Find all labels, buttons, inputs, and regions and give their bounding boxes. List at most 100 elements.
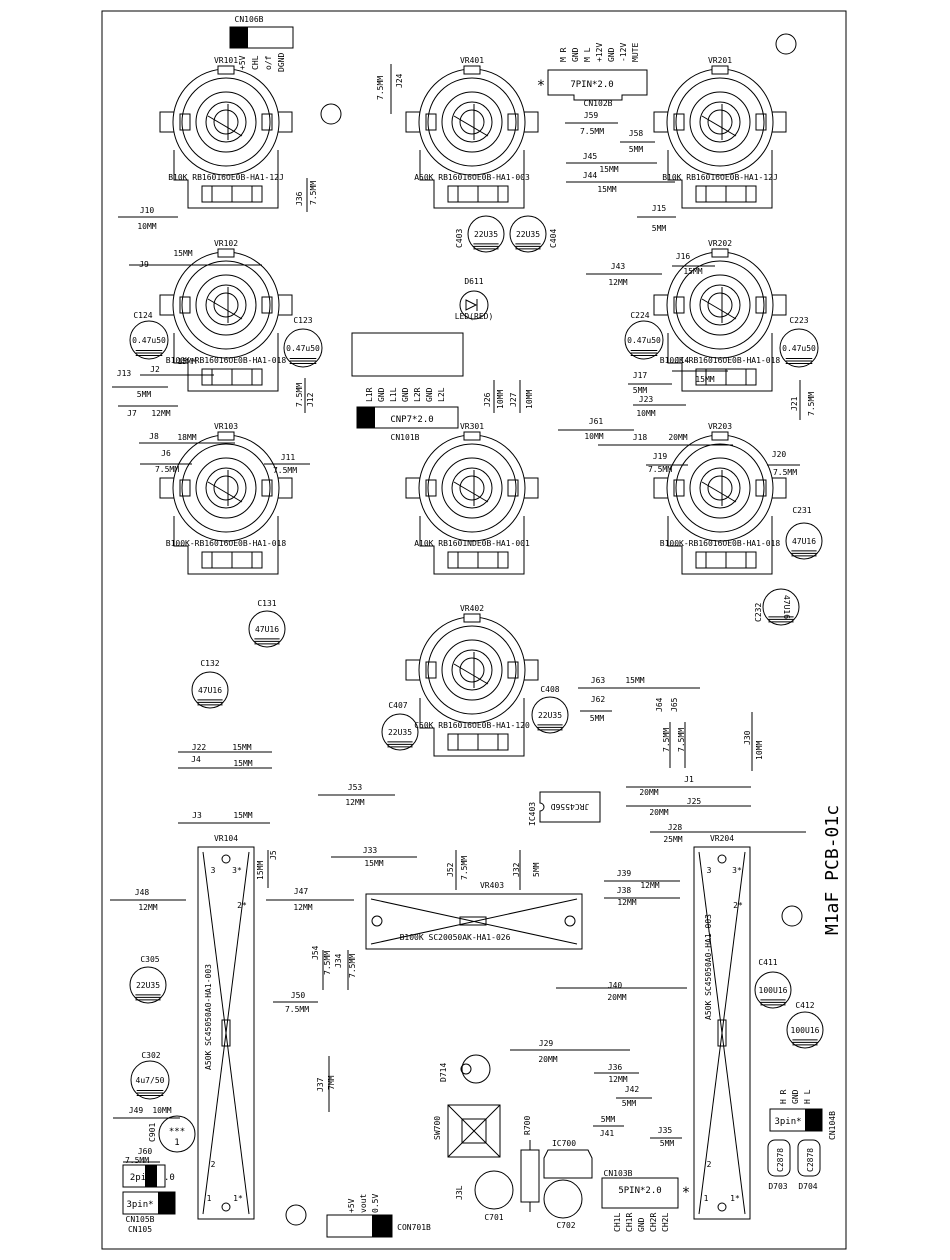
jumper-length: 7.5MM: [295, 383, 304, 407]
mounting-hole: [285, 1204, 307, 1226]
pot-ref: VR401: [460, 56, 484, 65]
jumper-ref: J32: [512, 862, 521, 877]
jumper-ref: J1: [684, 775, 694, 784]
cap-ref: C305: [140, 955, 159, 964]
cn101b-ref: CN101B: [391, 433, 420, 442]
svg-text:3: 3: [707, 866, 712, 875]
jumper-ref: J48: [135, 888, 150, 897]
svg-text:J3L: J3L: [455, 1185, 464, 1200]
cap-value: 4u7/50: [136, 1076, 165, 1085]
led-label: LED(RED): [455, 312, 494, 321]
cn104b-label: 3pin*: [774, 1117, 801, 1127]
jumper-length: 12MM: [640, 881, 659, 890]
jumper-ref: J63: [591, 676, 606, 685]
svg-text:1: 1: [174, 1138, 179, 1148]
pot-ref: VR203: [708, 422, 732, 431]
svg-text:2pi: 2pi: [130, 1173, 146, 1183]
jumper-length: 15MM: [625, 676, 644, 685]
cap-value: 0.47u50: [627, 336, 661, 345]
svg-text:IC700: IC700: [552, 1139, 576, 1148]
jumper-length: 15MM: [364, 859, 383, 868]
cap-value: 0.47u50: [132, 336, 166, 345]
jumper-length: 7.5MM: [348, 954, 357, 978]
vr104-ref: VR104: [214, 834, 238, 843]
jumper-ref: J45: [583, 152, 598, 161]
jumper-j6: J67.5MM: [140, 449, 192, 474]
svg-text:CN105B: CN105B: [126, 1215, 155, 1224]
jumper-length: 15MM: [177, 357, 196, 366]
jumper-length: 10MM: [636, 409, 655, 418]
cn101b-pin: GND: [425, 387, 434, 402]
cap-value: 47U16: [782, 595, 791, 619]
jumper-ref: J40: [608, 981, 623, 990]
cn104b-pin: H L: [803, 1089, 812, 1104]
jumper-length: 12MM: [345, 798, 364, 807]
jumper-ref: J18: [633, 433, 648, 442]
connector-cn104b: H R GND H L 3pin* CN104B: [769, 1089, 837, 1140]
cn103b-ref: CN103B: [604, 1169, 633, 1178]
cn103b-label: 5PIN*2.0: [618, 1186, 661, 1196]
cap-value: 22U35: [136, 981, 160, 990]
jumper-ref: J21: [790, 396, 799, 411]
svg-text:1: 1: [704, 1194, 709, 1203]
jumper-ref: J17: [633, 371, 648, 380]
jumper-ref: J52: [446, 862, 455, 877]
jumper-ref: J54: [311, 945, 320, 960]
jumper-ref: J50: [291, 991, 306, 1000]
resistor-r700: R700: [520, 1116, 540, 1212]
cap-value: 22U35: [516, 230, 540, 239]
d611-ref: D611: [464, 277, 483, 286]
svg-text:*: *: [537, 78, 545, 94]
jumper-ref: J19: [653, 452, 668, 461]
jumper-length: 10MM: [137, 222, 156, 231]
jumper-ref: J7: [127, 409, 137, 418]
ic403-part: JRC4556D: [551, 802, 590, 811]
jumper-ref: J61: [589, 417, 604, 426]
svg-text:D704: D704: [798, 1182, 817, 1191]
cap-ref: C224: [630, 311, 649, 320]
cap-value: 22U35: [388, 728, 412, 737]
mounting-hole: [775, 33, 797, 55]
pot-part: C50K RB16016OE0B-HA1-120: [414, 721, 530, 730]
jumper-length: 15MM: [233, 811, 252, 820]
cn101b-pin: L1R: [365, 387, 374, 402]
cn103b-pin: CH1R: [625, 1213, 634, 1232]
cn101b-pin: L2L: [437, 387, 446, 402]
jumper-length: 12MM: [293, 903, 312, 912]
connector-cn103b: CN103B 5PIN*2.0 * CH1L CH1R GND CH2R CH2…: [601, 1169, 690, 1232]
jumper-ref: J33: [363, 846, 378, 855]
jumper-length: 7.5MM: [125, 1156, 149, 1165]
pot-part: B100K-RB16016OE0B-HA1-018: [660, 539, 781, 548]
svg-text:***: ***: [169, 1127, 185, 1137]
jumper-ref: J38: [617, 886, 632, 895]
jumper-ref: J47: [294, 887, 309, 896]
cap-ref: C408: [540, 685, 559, 694]
jumper-length: 7.5MM: [309, 181, 318, 205]
svg-text:2: 2: [211, 1160, 216, 1169]
